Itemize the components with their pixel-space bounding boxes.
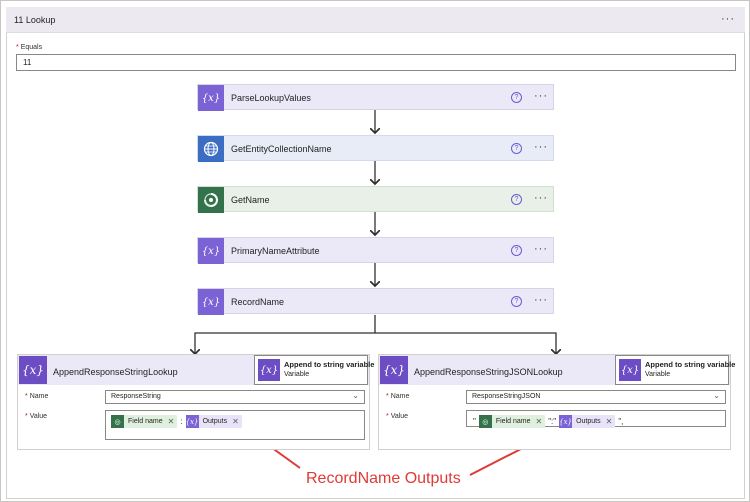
close-icon[interactable]: ✕ xyxy=(535,417,543,426)
badge-title: Append to string variable xyxy=(645,360,736,369)
dynamic-token-outputs[interactable]: {x}Outputs✕ xyxy=(559,415,616,428)
equals-label-text: Equals xyxy=(20,44,43,51)
dataverse-icon: ◎ xyxy=(478,415,492,428)
action-label: GetEntityCollectionName xyxy=(231,144,332,154)
more-menu-icon[interactable]: ··· xyxy=(534,141,548,153)
literal-text: " xyxy=(473,417,476,426)
literal-text: ":" xyxy=(548,417,557,426)
close-icon[interactable]: ✕ xyxy=(167,417,175,426)
case-header[interactable]: 11 Lookup ··· xyxy=(6,7,745,33)
close-icon[interactable]: ✕ xyxy=(605,417,613,426)
card-header[interactable]: {x} AppendResponseStringLookup {x} Appen… xyxy=(18,355,374,385)
equals-input[interactable]: 11 xyxy=(16,54,736,71)
name-label: * Name xyxy=(386,393,410,400)
help-icon[interactable]: ? xyxy=(511,92,522,103)
dynamic-token-outputs[interactable]: {x}Outputs✕ xyxy=(185,415,242,428)
case-title: 11 Lookup xyxy=(14,15,56,25)
dataverse-icon xyxy=(198,187,224,213)
name-label: * Name xyxy=(25,393,49,400)
card-title: AppendResponseStringLookup xyxy=(53,367,178,377)
card-title: AppendResponseStringJSONLookup xyxy=(414,367,563,377)
action-label: ParseLookupValues xyxy=(231,93,311,103)
variable-icon: {x} xyxy=(619,359,641,381)
more-menu-icon[interactable]: ··· xyxy=(534,90,548,102)
case-more-menu-icon[interactable]: ··· xyxy=(721,13,735,25)
card-appendresponsestringlookup[interactable]: {x} AppendResponseStringLookup {x} Appen… xyxy=(17,354,374,450)
variable-icon: {x} xyxy=(380,356,408,384)
variable-icon: {x} xyxy=(559,415,573,428)
card-header[interactable]: {x} AppendResponseStringJSONLookup {x} A… xyxy=(379,355,735,385)
variable-icon: {x} xyxy=(19,356,47,384)
variable-icon: {x} xyxy=(185,415,199,428)
help-icon[interactable]: ? xyxy=(511,245,522,256)
name-select-value: ResponseString xyxy=(111,393,161,400)
badge-subtitle: Variable xyxy=(645,371,671,378)
branch-connector-left xyxy=(195,315,376,354)
variable-icon: {x} xyxy=(258,359,280,381)
value-input[interactable]: ◎Field name✕ : {x}Outputs✕ xyxy=(105,410,365,440)
required-marker: * xyxy=(16,44,19,51)
more-menu-icon[interactable]: ··· xyxy=(534,294,548,306)
badge-subtitle: Variable xyxy=(284,371,310,378)
action-type-badge[interactable]: {x} Append to string variable Variable xyxy=(615,355,735,385)
name-select[interactable]: ResponseString ⌄ xyxy=(105,390,365,404)
dataverse-icon: ◎ xyxy=(111,415,124,428)
help-icon[interactable]: ? xyxy=(511,296,522,307)
action-getentitycollectionname[interactable]: GetEntityCollectionName ? ··· xyxy=(197,135,554,162)
chevron-down-icon[interactable]: ⌄ xyxy=(352,391,359,400)
literal-text: : xyxy=(180,417,183,426)
more-menu-icon[interactable]: ··· xyxy=(534,243,548,255)
card-appendresponsestringjsonlookup[interactable]: {x} AppendResponseStringJSONLookup {x} A… xyxy=(378,354,735,450)
badge-title: Append to string variable xyxy=(284,360,375,369)
action-type-badge[interactable]: {x} Append to string variable Variable xyxy=(254,355,374,385)
chevron-down-icon[interactable]: ⌄ xyxy=(713,391,720,400)
action-label: RecordName xyxy=(231,297,285,307)
value-label: * Value xyxy=(386,413,409,420)
action-parselookupvalues[interactable]: {x} ParseLookupValues ? ··· xyxy=(197,84,554,111)
name-select-value: ResponseStringJSON xyxy=(472,393,541,400)
value-label: * Value xyxy=(25,413,48,420)
value-input[interactable]: " ◎Field name✕ ":" {x}Outputs✕ ", xyxy=(466,410,726,428)
variable-icon: {x} xyxy=(198,238,224,264)
equals-label: * Equals xyxy=(16,44,42,51)
action-label: PrimaryNameAttribute xyxy=(231,246,320,256)
more-menu-icon[interactable]: ··· xyxy=(534,192,548,204)
action-label: GetName xyxy=(231,195,270,205)
action-recordname[interactable]: {x} RecordName ? ··· xyxy=(197,288,554,315)
variable-icon: {x} xyxy=(198,289,224,315)
literal-text: ", xyxy=(618,417,624,426)
help-icon[interactable]: ? xyxy=(511,143,522,154)
name-select[interactable]: ResponseStringJSON ⌄ xyxy=(466,390,726,404)
help-icon[interactable]: ? xyxy=(511,194,522,205)
dynamic-token-field-name[interactable]: ◎Field name✕ xyxy=(111,415,178,428)
dynamic-token-field-name[interactable]: ◎Field name✕ xyxy=(478,415,546,428)
globe-icon xyxy=(198,136,224,162)
action-getname[interactable]: GetName ? ··· xyxy=(197,186,554,213)
action-primarynameattribute[interactable]: {x} PrimaryNameAttribute ? ··· xyxy=(197,237,554,264)
variable-icon: {x} xyxy=(198,85,224,111)
close-icon[interactable]: ✕ xyxy=(232,417,239,426)
annotation-label: RecordName Outputs xyxy=(306,470,461,487)
branch-connector-right xyxy=(375,332,556,354)
